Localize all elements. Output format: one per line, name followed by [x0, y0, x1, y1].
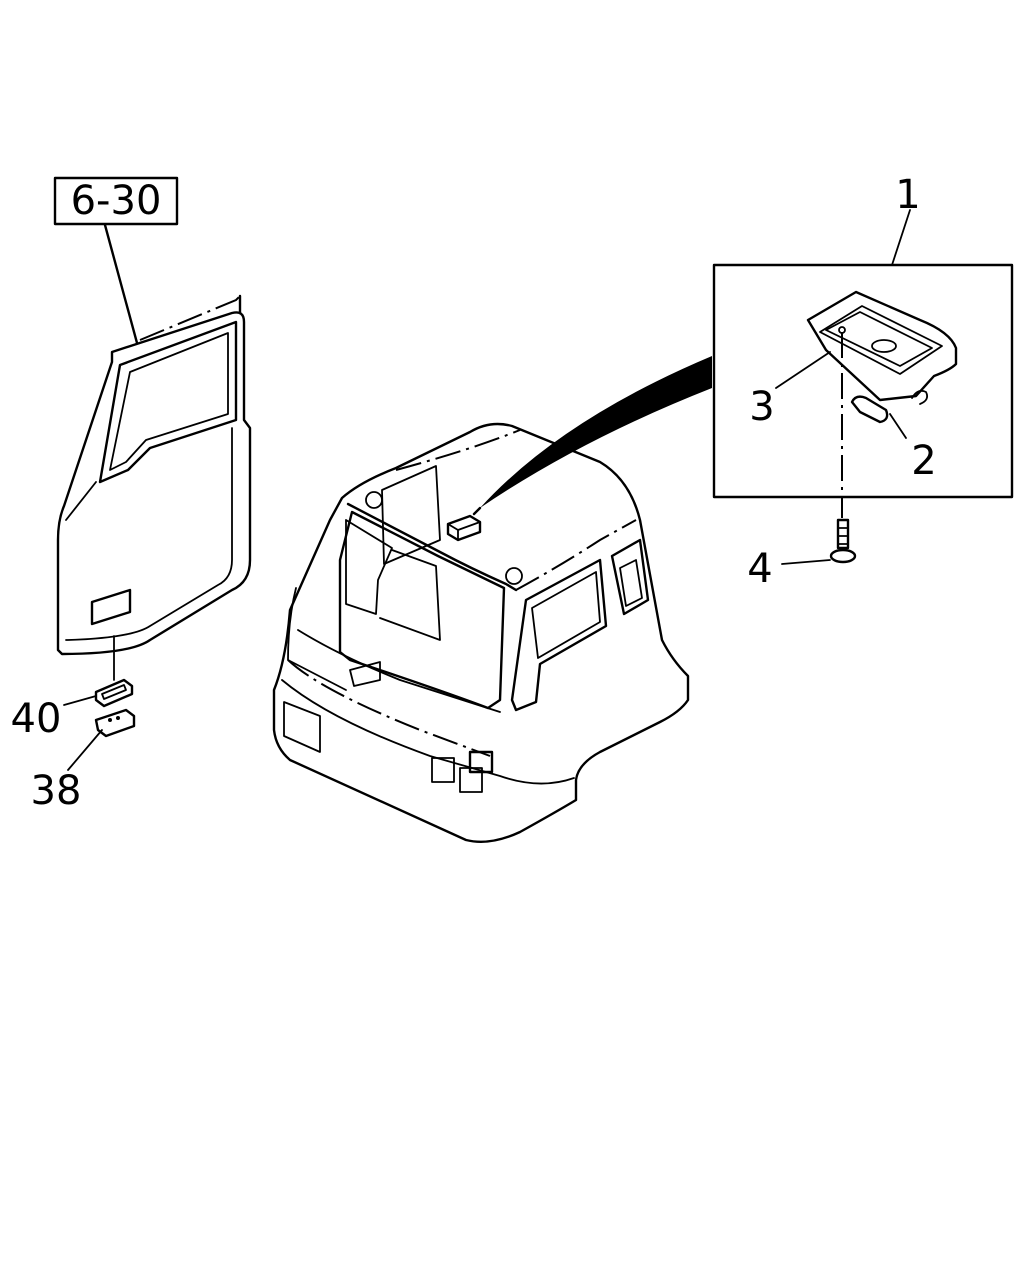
- bulb: 2: [850, 395, 937, 484]
- detail-box: 1 2 3: [712, 172, 1014, 518]
- part-38: 38: [31, 708, 136, 814]
- door-panel: [56, 294, 252, 681]
- dome-lamp-assembly: [806, 290, 958, 405]
- reference-box-6-30: 6-30: [53, 176, 179, 356]
- callout-4: 4: [747, 546, 772, 592]
- callout-1: 1: [895, 172, 920, 218]
- part-40: 40: [11, 678, 134, 742]
- screw: 4: [747, 518, 857, 592]
- reference-label: 6-30: [71, 178, 162, 224]
- callout-38: 38: [31, 768, 82, 814]
- callout-2: 2: [911, 438, 936, 484]
- callout-3: 3: [749, 384, 774, 430]
- callout-40: 40: [11, 696, 62, 742]
- truck-cab: [272, 356, 712, 843]
